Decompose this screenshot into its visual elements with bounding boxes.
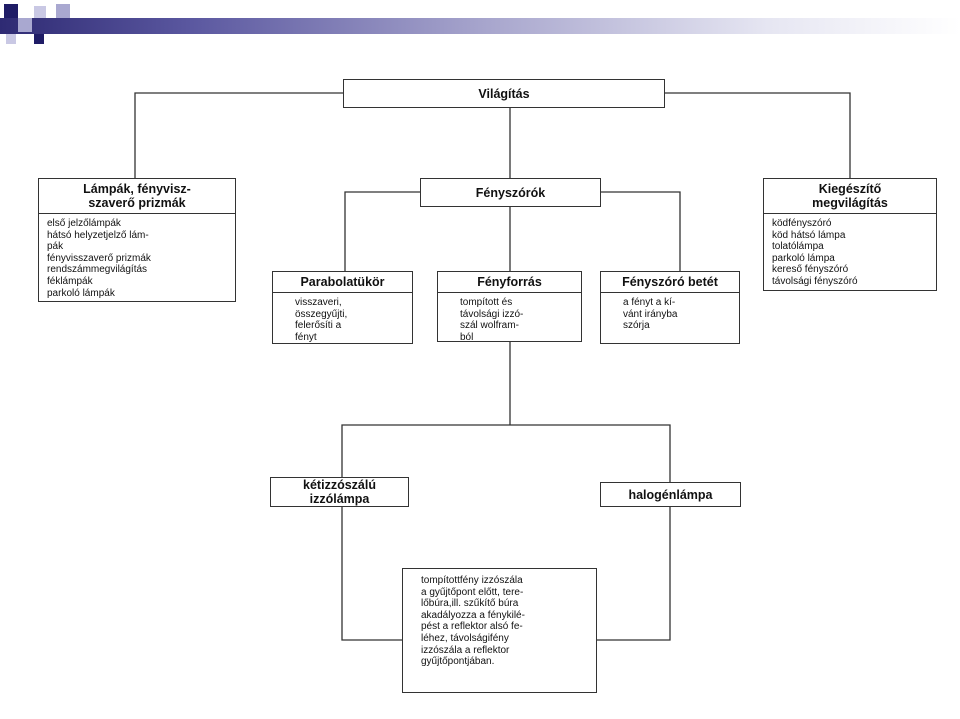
decor-square: [56, 4, 70, 18]
list-item: ködfényszóró: [772, 218, 832, 229]
list-item: kereső fényszóró: [772, 264, 849, 276]
decor-square: [34, 6, 46, 18]
note-line: léhez, távolságifény: [421, 632, 509, 644]
list-item: ból: [460, 331, 474, 343]
note-line: akadályozza a fénykilé-: [421, 609, 525, 621]
lamps-list: első jelzőlámpák hátsó helyzetjelző lám-…: [39, 214, 235, 301]
list-item: szál wolfram-: [460, 320, 519, 332]
root-title: Világítás: [478, 86, 530, 101]
twin-title-line: izzólámpa: [309, 492, 370, 506]
connector-twin-note: [341, 507, 402, 641]
header-gradient-bar: [0, 18, 960, 34]
note-text: tompítottfény izzószála a gyűjtőpont elő…: [403, 569, 596, 672]
connector-halogen-note: [597, 507, 671, 641]
list-item: a fényt a kí-: [623, 297, 676, 308]
decor-square: [6, 34, 16, 44]
list-item: parkoló lámpa: [772, 252, 835, 264]
source-list: tompított és távolsági izzó- szál wolfra…: [438, 293, 581, 345]
headlights-box: Fényszórók: [420, 178, 601, 207]
note-line: izzószála a reflektor: [421, 644, 510, 656]
list-item: szórja: [623, 320, 650, 332]
lamps-title-line: Lámpák, fényvisz-: [83, 182, 191, 196]
note-box: tompítottfény izzószála a gyűjtőpont elő…: [402, 568, 597, 693]
list-item: visszaveri,: [295, 297, 342, 308]
connector-root-extra: [665, 92, 851, 178]
connector-headlights-parabola: [344, 191, 420, 271]
list-item: vánt irányba: [623, 308, 678, 320]
lamps-box: Lámpák, fényvisz- szaverő prizmák első j…: [38, 178, 236, 302]
note-line: pést a reflektor alsó fe-: [421, 621, 523, 633]
halogen-box: halogénlámpa: [600, 482, 741, 507]
note-line: tompítottfény izzószála: [421, 575, 523, 586]
note-line: a gyűjtőpont előtt, tere-: [421, 586, 524, 598]
list-item: hátsó helyzetjelző lám-: [47, 229, 149, 241]
parabola-list: visszaveri, összegyűjti, felerősíti a fé…: [273, 293, 412, 345]
lamps-title-line: szaverő prizmák: [88, 196, 186, 210]
extra-title-line: megvilágítás: [812, 196, 888, 210]
list-item: távolsági fényszóró: [772, 275, 858, 287]
list-item: pák: [47, 241, 64, 253]
list-item: első jelzőlámpák: [47, 218, 121, 229]
slide-header-decoration: [0, 0, 960, 60]
list-item: távolsági izzó-: [460, 308, 524, 320]
extra-list: ködfényszóró köd hátsó lámpa tolatólámpa…: [764, 214, 936, 290]
list-item: köd hátsó lámpa: [772, 229, 846, 241]
connector-root-lamps: [134, 92, 343, 178]
parabola-title: Parabolatükör: [273, 272, 412, 293]
list-item: felerősíti a: [295, 320, 342, 332]
source-title: Fényforrás: [438, 272, 581, 293]
headlights-title: Fényszórók: [475, 185, 546, 200]
extra-title-line: Kiegészítő: [818, 182, 882, 196]
decor-square: [4, 4, 18, 18]
root-box: Világítás: [343, 79, 665, 108]
list-item: fényt: [295, 331, 317, 343]
lamps-header: Lámpák, fényvisz- szaverő prizmák: [39, 179, 235, 214]
note-line: lőbúra,ill. szűkítő búra: [421, 598, 519, 610]
list-item: tompított és: [460, 297, 513, 308]
list-item: összegyűjti,: [295, 308, 348, 320]
list-item: tolatólámpa: [772, 241, 824, 253]
twin-bulb-title: kétizzószálú izzólámpa: [271, 478, 408, 506]
insert-list: a fényt a kí- vánt irányba szórja: [601, 293, 739, 334]
source-box: Fényforrás tompított és távolsági izzó- …: [437, 271, 582, 345]
extra-box: Kiegészítő megvilágítás ködfényszóró köd…: [763, 178, 937, 291]
twin-bulb-box: kétizzószálú izzólámpa: [270, 477, 409, 507]
halogen-title: halogénlámpa: [628, 487, 713, 502]
decor-square: [34, 34, 44, 44]
connector-bulb-branches: [341, 424, 671, 482]
parabola-box: Parabolatükör visszaveri, összegyűjti, f…: [272, 271, 413, 344]
decor-square: [18, 18, 32, 32]
insert-box: Fényszóró betét a fényt a kí- vánt irány…: [600, 271, 740, 344]
list-item: rendszámmegvilágítás: [47, 264, 148, 276]
twin-title-line: kétizzószálú: [303, 478, 376, 492]
list-item: féklámpák: [47, 275, 93, 287]
list-item: parkoló lámpák: [47, 287, 115, 299]
extra-header: Kiegészítő megvilágítás: [764, 179, 936, 214]
connector-headlights-insert: [601, 191, 681, 271]
list-item: fényvisszaverő prizmák: [47, 252, 151, 264]
note-line: gyűjtőpontjában.: [421, 656, 495, 668]
insert-title: Fényszóró betét: [601, 272, 739, 293]
